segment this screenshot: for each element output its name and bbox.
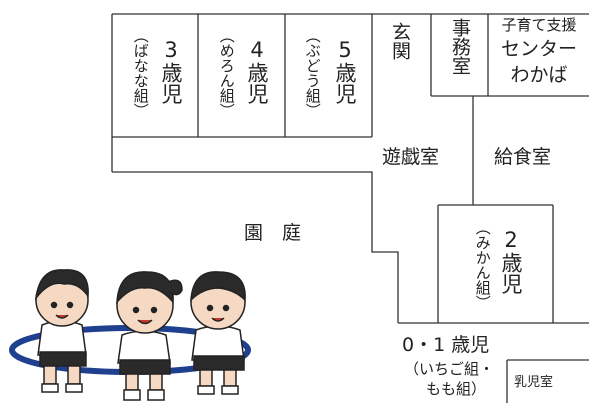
walls [111,13,589,403]
room-entrance-label: 玄関 [388,22,411,60]
garden-label: 園 庭 [244,222,302,244]
child-right [190,271,246,395]
room-age3-group: （ばなな組） [131,28,150,118]
room-nursing-label: 乳児室 [514,375,554,390]
room-age01-group-line1: （いちご組・ [404,360,495,378]
room-age2-group: （みかん組） [473,220,492,310]
room-age4-group: （めろん組） [217,28,236,118]
room-support-center-line2: センター [500,38,577,60]
room-age5-group: （ぶどう組） [303,28,322,118]
child-left [34,269,89,393]
room-age2-label: 2歳児 [499,228,524,294]
room-age4-label: 4歳児 [245,38,270,104]
room-age3-label: 3歳児 [159,38,184,104]
room-age01-label: 0・1 歳児 [402,334,490,356]
room-office-label: 事務室 [448,18,471,75]
room-support-center-line1: 子育て支援 [501,16,577,34]
room-age5-label: 5歳児 [333,38,358,104]
room-age01-group-line2: もも組） [426,380,487,398]
room-playroom-label: 遊戯室 [382,146,440,168]
room-kitchen-label: 給食室 [494,146,552,168]
children-illustration [9,269,251,401]
room-support-center-line3: わかば [510,64,568,86]
child-middle [116,271,183,401]
